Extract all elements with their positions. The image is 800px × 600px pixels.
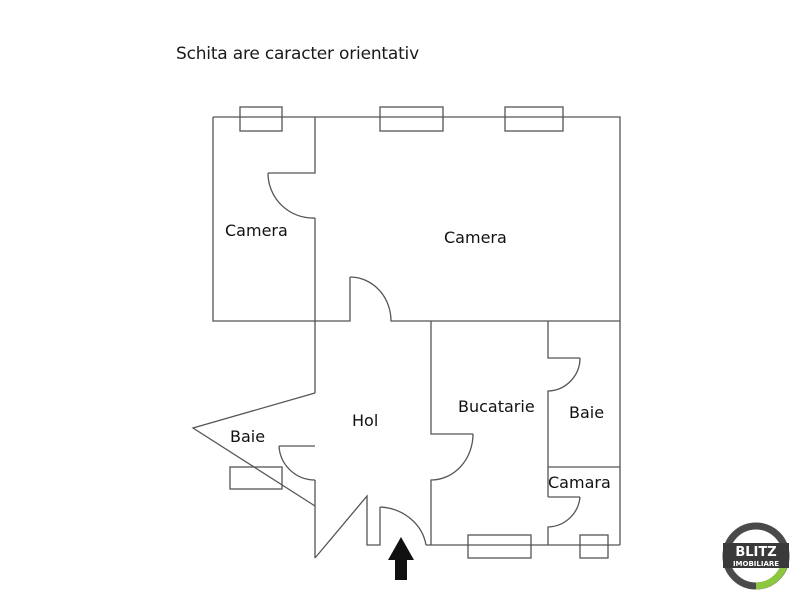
room-label-baie-right: Baie: [569, 403, 605, 422]
entrance-arrow-icon: [388, 537, 414, 580]
room-label-camera-large: Camera: [444, 228, 507, 247]
room-label-baie-left: Baie: [230, 427, 266, 446]
logo-text-imobiliare: IMOBILIARE: [733, 560, 779, 568]
room-label-camera-small: Camera: [225, 221, 288, 240]
blitz-imobiliare-logo: BLITZ IMOBILIARE: [721, 521, 791, 591]
logo-ring-icon: BLITZ IMOBILIARE: [722, 522, 790, 590]
room-label-hol: Hol: [352, 411, 379, 430]
sketch-disclaimer-title: Schita are caracter orientativ: [176, 44, 419, 64]
room-label-bucatarie: Bucatarie: [458, 397, 535, 416]
logo-text-blitz: BLITZ: [735, 545, 776, 560]
room-label-camara: Camara: [548, 473, 611, 492]
